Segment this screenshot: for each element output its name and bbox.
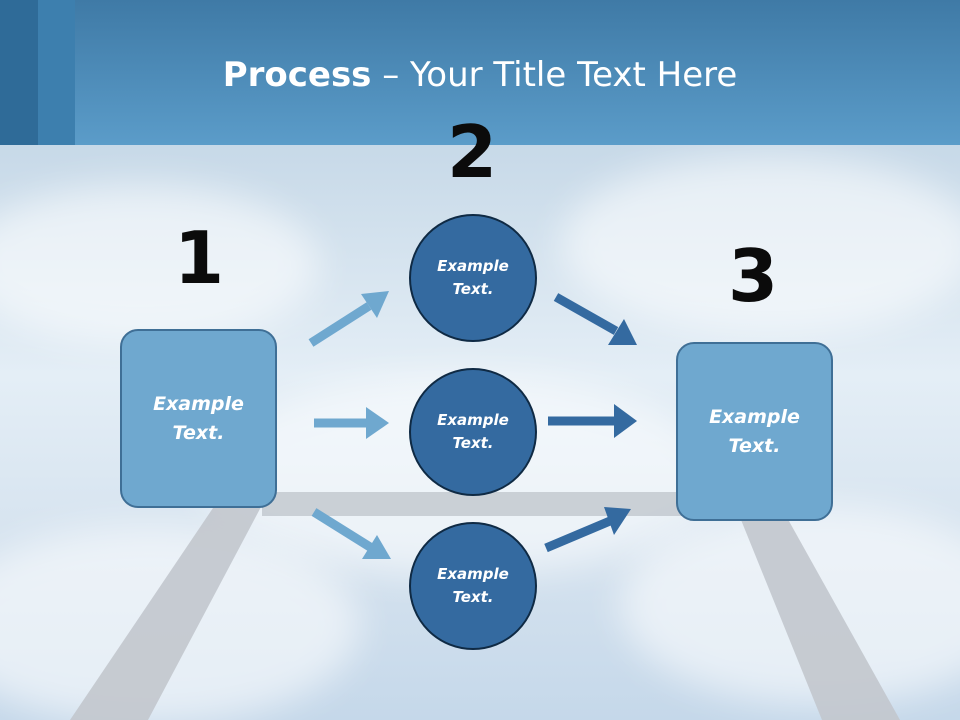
step-2-circle-middle: Example Text. [409, 368, 537, 496]
step-number-2: 2 [446, 110, 498, 194]
step-number-3: 3 [727, 234, 779, 318]
step-2-circle-top: Example Text. [409, 214, 537, 342]
step-2-circle-bottom-text: Example Text. [437, 565, 509, 606]
step-3-box: Example Text. [676, 342, 833, 521]
step-2-circle-bottom: Example Text. [409, 522, 537, 650]
slide-title: Process – Your Title Text Here [0, 52, 960, 98]
step-1-text: Example Text. [153, 392, 244, 444]
title-bold: Process [222, 55, 372, 95]
header-accent-strip [38, 0, 75, 145]
header-band: Process – Your Title Text Here [0, 0, 960, 145]
step-2-circle-middle-text: Example Text. [437, 411, 509, 452]
header-accent-strip [0, 0, 38, 145]
step-number-1: 1 [173, 216, 225, 300]
step-3-text: Example Text. [709, 405, 800, 457]
title-rest: – Your Title Text Here [371, 55, 738, 95]
step-1-box: Example Text. [120, 329, 277, 508]
step-2-circle-top-text: Example Text. [437, 257, 509, 298]
